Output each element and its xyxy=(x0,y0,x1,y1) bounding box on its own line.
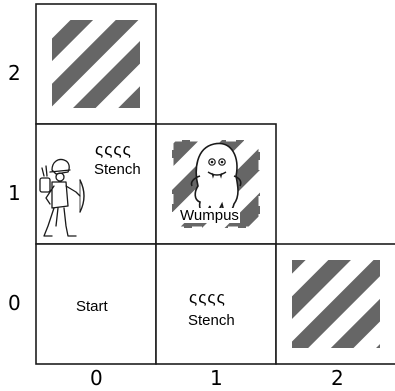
stench-glyph-icon: ςςςς xyxy=(189,288,226,307)
pit-icon xyxy=(292,260,380,348)
cell-1-0 xyxy=(155,243,277,365)
row-label-1: 1 xyxy=(8,181,21,205)
pit-icon xyxy=(52,20,140,108)
row-label-0: 0 xyxy=(8,291,21,315)
row-label-2: 2 xyxy=(8,61,21,85)
stench-label: Stench xyxy=(188,312,235,329)
wumpus-label: Wumpus xyxy=(179,207,240,224)
cell-0-0 xyxy=(35,243,157,365)
explorer-icon xyxy=(39,158,85,237)
stench-label: Stench xyxy=(94,161,141,178)
stench-glyph-icon: ςςςς xyxy=(95,140,132,159)
start-label: Start xyxy=(76,298,108,315)
col-label-0: 0 xyxy=(90,366,103,390)
col-label-2: 2 xyxy=(331,366,344,390)
col-label-1: 1 xyxy=(210,366,223,390)
